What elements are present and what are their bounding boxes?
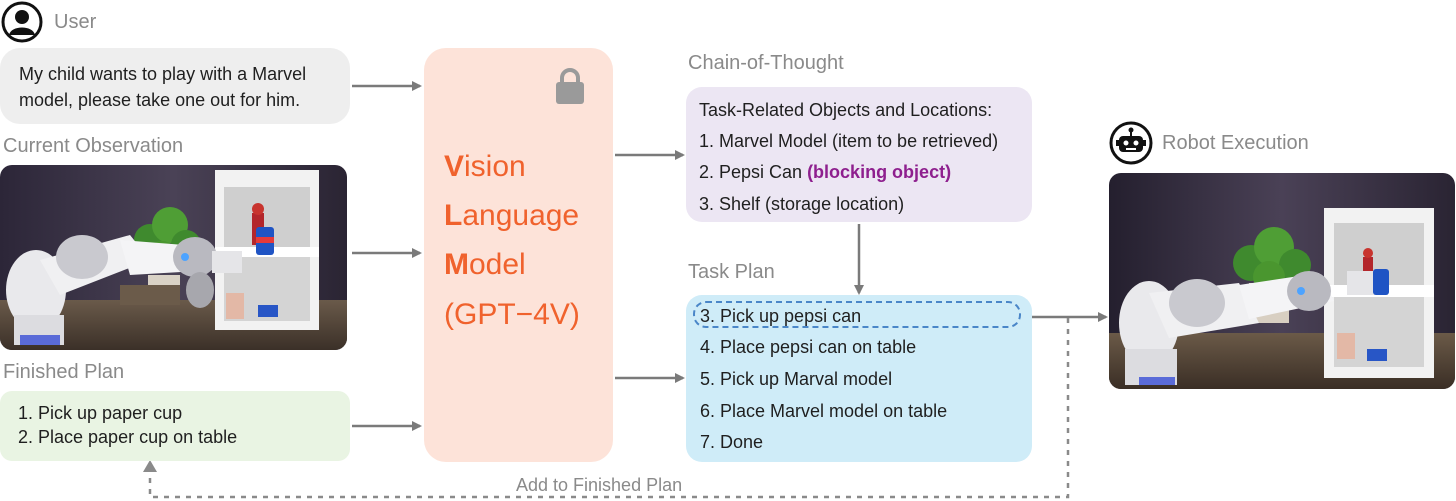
- task-plan-box: 3. Pick up pepsi can 4. Place pepsi can …: [686, 295, 1032, 462]
- task-plan-item: 4. Place pepsi can on table: [700, 337, 917, 357]
- observation-photo: [0, 165, 347, 350]
- vlm-rest-vision: ision: [464, 150, 526, 183]
- vlm-title-language: Language: [444, 199, 579, 233]
- cot-box: Task-Related Objects and Locations: 1. M…: [686, 87, 1032, 222]
- cot-item: 1. Marvel Model (item to be retrieved): [699, 131, 999, 151]
- user-message-line2: model, please take one out for him.: [19, 90, 301, 110]
- vlm-model-name: (GPT−4V): [444, 298, 580, 331]
- cot-item: 3. Shelf (storage location): [699, 194, 905, 214]
- cot-heading: Task-Related Objects and Locations:: [699, 100, 993, 120]
- task-plan-label: Task Plan: [688, 261, 775, 283]
- vlm-letter-l: L: [444, 199, 463, 232]
- observation-label: Current Observation: [3, 135, 184, 157]
- task-plan-item: 6. Place Marvel model on table: [700, 401, 948, 421]
- vlm-letter-m: M: [444, 248, 469, 281]
- vlm-title-model: Model: [444, 248, 526, 282]
- cot-item-text: 2. Pepsi Can: [699, 162, 808, 182]
- finished-plan-item: 2. Place paper cup on table: [18, 427, 238, 447]
- finished-plan-label: Finished Plan: [3, 361, 125, 383]
- vlm-rest-language: anguage: [462, 199, 580, 232]
- feedback-dotted-line: [148, 318, 1070, 499]
- robot-execution-label: Robot Execution: [1162, 132, 1309, 154]
- cot-item: 2. Pepsi Can (blocking object): [699, 162, 951, 183]
- vlm-rest-model: odel: [469, 248, 526, 281]
- robot-icon: [1109, 121, 1153, 165]
- user-message-line1: My child wants to play with a Marvel: [19, 64, 307, 84]
- vlm-title-vision: Vision: [444, 150, 526, 184]
- user-icon: [1, 1, 43, 43]
- cot-label: Chain-of-Thought: [688, 52, 844, 74]
- vlm-letter-v: V: [444, 150, 465, 183]
- task-plan-item: 7. Done: [700, 432, 764, 452]
- robot-execution-photo: [1109, 173, 1455, 389]
- task-plan-item: 5. Pick up Marval model: [700, 369, 893, 389]
- cot-highlight: (blocking object): [807, 162, 952, 182]
- current-step-highlight: [693, 301, 1021, 328]
- finished-plan-item: 1. Pick up paper cup: [18, 403, 183, 423]
- user-message-bubble: My child wants to play with a Marvel mod…: [0, 48, 350, 124]
- task-plan-item: 3. Pick up pepsi can: [700, 306, 862, 326]
- vlm-box: Vision Language Model (GPT−4V): [424, 48, 613, 462]
- add-to-finished-plan-label: Add to Finished Plan: [516, 475, 683, 495]
- lock-icon: [556, 68, 584, 104]
- user-label: User: [54, 11, 97, 33]
- finished-plan-box: 1. Pick up paper cup 2. Place paper cup …: [0, 391, 350, 461]
- feedback-arrowhead: [143, 460, 157, 472]
